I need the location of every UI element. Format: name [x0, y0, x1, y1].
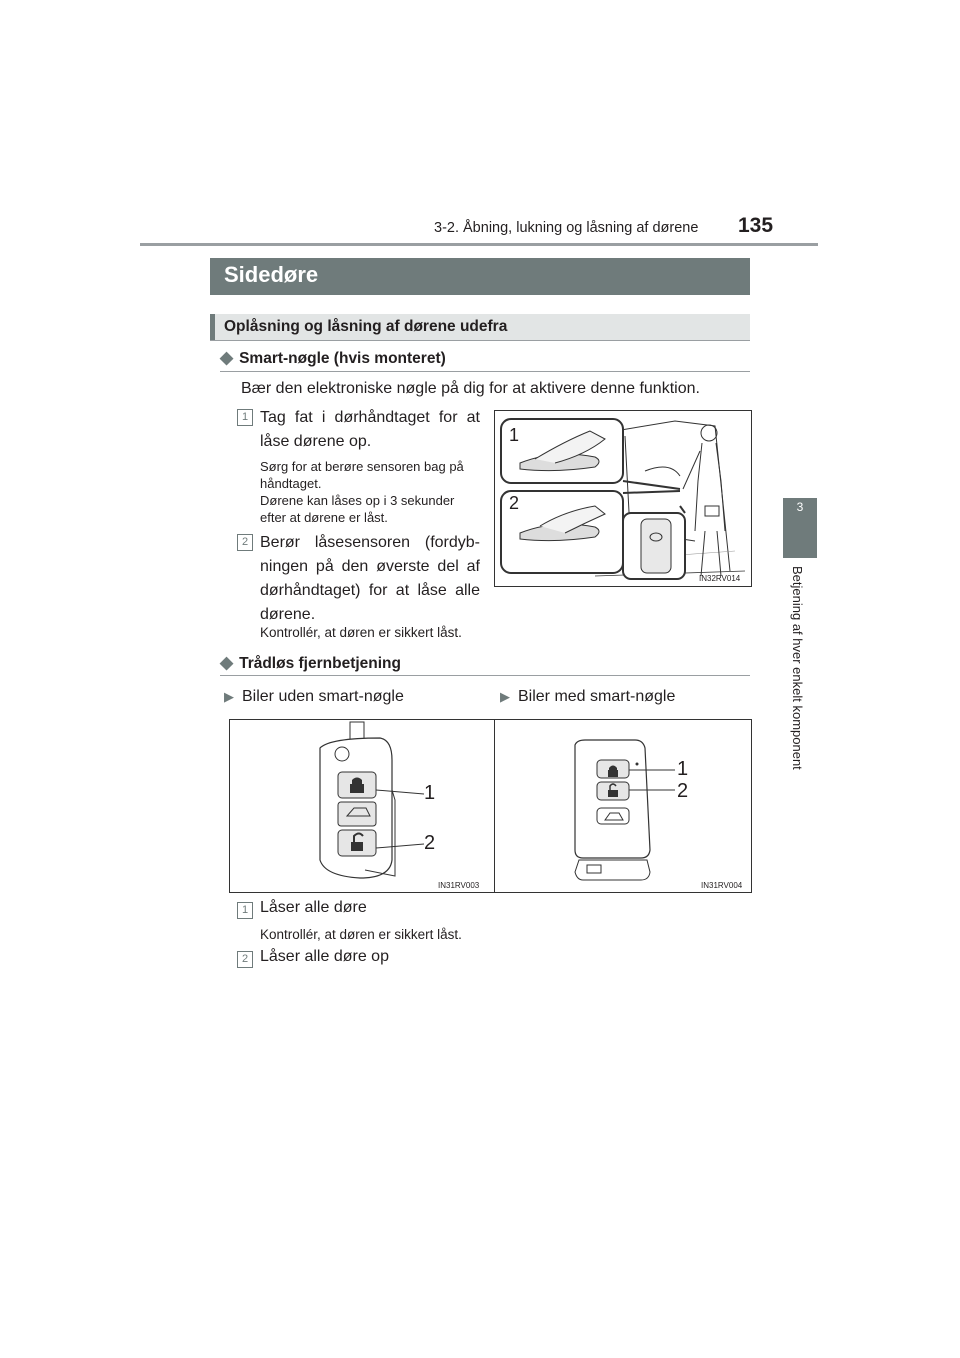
remote-item-2-badge: 2: [237, 951, 253, 968]
diamond-bullet-icon: ◆: [220, 653, 234, 672]
remote-rule: [220, 675, 750, 676]
smart-key-figure: 1 2 IN31RV004: [494, 719, 752, 893]
right-figure-label: ▶ Biler med smart-nøgle: [500, 688, 675, 706]
page-number: 135: [738, 214, 774, 237]
figure-1-code: IN32RV014: [699, 574, 741, 583]
main-title-bar: Sidedøre: [210, 258, 750, 295]
main-title: Sidedøre: [224, 262, 319, 287]
step-1-note-b: Dørene kan låses op i 3 sekunder efter a…: [260, 493, 455, 525]
figure-2-callout-1: 1: [424, 782, 436, 804]
step-2-note: Kontrollér, at døren er sikkert låst.: [260, 625, 462, 640]
chapter-number: 3: [796, 500, 804, 514]
remote-heading-text: Trådløs fjernbetjening: [239, 655, 401, 672]
remote-item-1-note: Kontrollér, at døren er sikkert låst.: [260, 927, 462, 942]
left-figure-label: ▶ Biler uden smart-nøgle: [224, 688, 404, 706]
step-1-text: Tag fat i dørhåndtaget for at låse døren…: [260, 409, 480, 450]
fold-key-illustration: [319, 721, 425, 879]
triangle-bullet-icon: ▶: [500, 689, 510, 704]
figure-1-callout-1: 1: [509, 425, 520, 445]
header-rule: [140, 243, 818, 246]
step-2-badge: 2: [237, 534, 253, 551]
figure-3-callout-2: 2: [677, 780, 689, 802]
smart-key-heading-text: Smart-nøgle (hvis monteret): [239, 350, 446, 367]
subsection-accent: [210, 314, 215, 340]
door-handle-figure: 1 2 IN32RV014: [494, 410, 752, 587]
remote-item-1-text: Låser alle døre: [260, 899, 367, 916]
figure-3-code: IN31RV004: [701, 881, 743, 890]
figure-1-callout-2: 2: [509, 493, 520, 513]
step-1-badge: 1: [237, 409, 253, 426]
triangle-bullet-icon: ▶: [224, 689, 234, 704]
section-header: 3-2. Åbning, lukning og låsning af døren…: [434, 220, 699, 236]
chapter-title: Betjening af hver enkelt komponent: [790, 566, 805, 770]
figure-2-callout-2: 2: [424, 832, 436, 854]
figure-2-code: IN31RV003: [438, 881, 480, 890]
smart-key-rule: [220, 371, 750, 372]
remote-heading: ◆ Trådløs fjernbetjening: [220, 653, 401, 673]
fold-key-figure: 1 2 IN31RV003: [229, 719, 496, 893]
figure-3-callout-1: 1: [677, 758, 689, 780]
step-2-text: Berør låsesensoren (fordyb-ningen på den…: [260, 534, 480, 623]
smart-key-illustration: [574, 739, 675, 881]
right-figure-label-text: Biler med smart-nøgle: [518, 688, 676, 705]
smart-key-intro: Bær den elektroniske nøgle på dig for at…: [241, 380, 700, 397]
left-figure-label-text: Biler uden smart-nøgle: [242, 688, 404, 705]
door-handle-illustration: [500, 418, 746, 580]
diamond-bullet-icon: ◆: [220, 348, 234, 367]
remote-item-1-badge: 1: [237, 902, 253, 919]
remote-item-2-text: Låser alle døre op: [260, 948, 389, 965]
smart-key-heading: ◆ Smart-nøgle (hvis monteret): [220, 348, 446, 368]
subsection-title: Oplåsning og låsning af dørene udefra: [224, 318, 508, 335]
step-1-note-a: Sørg for at berøre sensoren bag på håndt…: [260, 459, 464, 491]
subsection-bar: Oplåsning og låsning af dørene udefra: [210, 314, 750, 341]
chapter-tab: [783, 498, 817, 558]
